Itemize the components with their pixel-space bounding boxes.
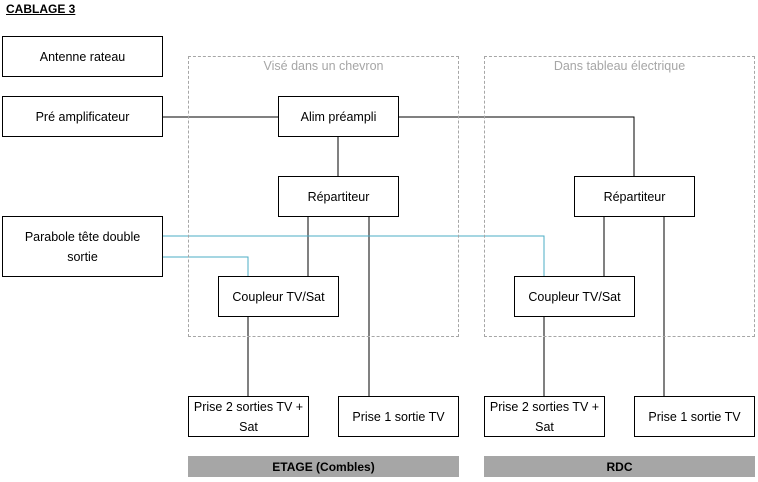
coupleur-rdc-box: Coupleur TV/Sat [514, 276, 635, 317]
zone-tableau-label: Dans tableau électrique [553, 59, 686, 73]
repartiteur-rdc-box: Répartiteur [574, 176, 695, 217]
cable-alim-to-rdc-repartiteur [398, 116, 635, 176]
prise2-etage-line1: Prise 2 sorties TV + [193, 399, 304, 414]
alim-preampli-box: Alim préampli [278, 96, 399, 137]
prise2-rdc-line1: Prise 2 sorties TV + [489, 399, 600, 414]
repartiteur-etage-box: Répartiteur [278, 176, 399, 217]
prise2-etage-box: Prise 2 sorties TV + Sat [188, 396, 309, 437]
footer-rdc: RDC [484, 456, 755, 477]
parabole-box: Parabole tête double sortie [2, 216, 163, 277]
prise2-rdc-line2: Sat [535, 419, 554, 434]
prise2-rdc-box: Prise 2 sorties TV + Sat [484, 396, 605, 437]
zone-tableau [484, 56, 755, 337]
page-title: CABLAGE 3 [6, 2, 76, 16]
sat-cable-to-rdc-coupleur [162, 235, 545, 276]
sat-cable-to-etage-coupleur [162, 256, 249, 276]
parabole-label-line1: Parabole tête double [24, 229, 141, 244]
preamplificateur-box: Pré amplificateur [2, 96, 163, 137]
parabole-label-line2: sortie [67, 249, 98, 264]
prise2-etage-line2: Sat [239, 419, 258, 434]
zone-chevron [188, 56, 459, 337]
zone-chevron-label: Visé dans un chevron [263, 59, 384, 73]
prise1-etage-box: Prise 1 sortie TV [338, 396, 459, 437]
coupleur-etage-box: Coupleur TV/Sat [218, 276, 339, 317]
prise1-rdc-box: Prise 1 sortie TV [634, 396, 755, 437]
antenne-rateau-box: Antenne rateau [2, 36, 163, 77]
footer-etage: ETAGE (Combles) [188, 456, 459, 477]
